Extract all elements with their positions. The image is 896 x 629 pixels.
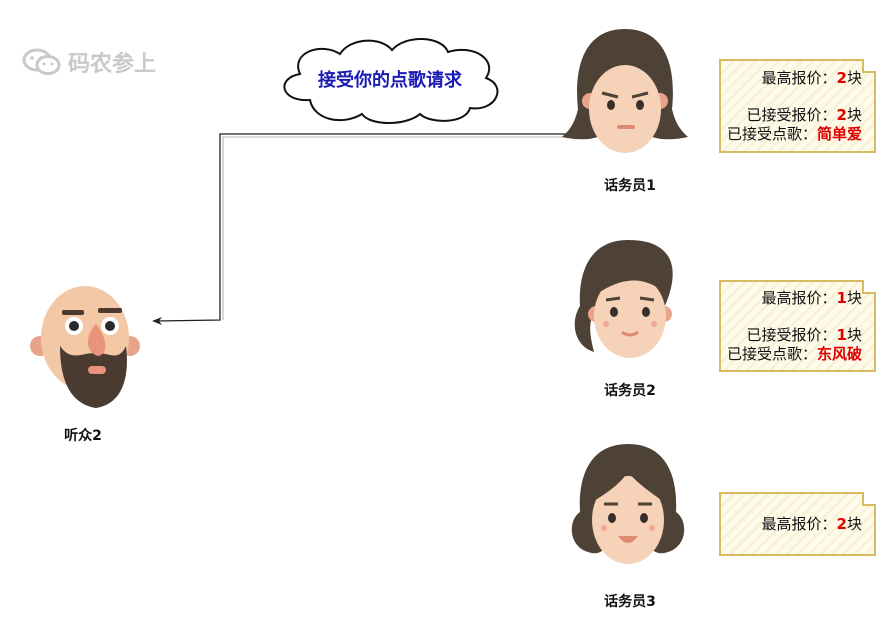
note-fold (862, 492, 876, 506)
watermark-text: 码农参上 (68, 52, 157, 77)
listener-label: 听众2 (64, 428, 102, 444)
listener-avatar (30, 286, 140, 408)
request-arrow-shadow (222, 136, 566, 320)
operator-2-label: 话务员2 (604, 383, 656, 399)
operator-1-avatar (562, 29, 688, 153)
operator-2-note: 最高报价：1块 已接受报价：1块 已接受点歌：东风破 (719, 280, 876, 372)
note-fold (862, 59, 876, 73)
note-fold (862, 280, 876, 294)
bid-line: 最高报价：2块 (761, 69, 862, 87)
accepted-song-line: 已接受点歌：东风破 (726, 345, 862, 363)
speech-cloud (283, 37, 499, 124)
operator-2-avatar (574, 240, 673, 358)
wechat-icon (22, 48, 61, 75)
operator-3-avatar (571, 444, 685, 564)
arrow-head (152, 317, 162, 325)
watermark: 码农参上 (22, 46, 156, 78)
bid-line: 最高报价：2块 (761, 515, 862, 533)
operator-3-note: 最高报价：2块 (719, 492, 876, 556)
accepted-song-line: 已接受点歌：简单爱 (726, 125, 862, 143)
operator-3-label: 话务员3 (604, 594, 656, 610)
cloud-text: 接受你的点歌请求 (318, 70, 462, 91)
bid-line: 最高报价：1块 (761, 289, 862, 307)
accepted-price-line: 已接受报价：2块 (746, 106, 862, 124)
operator-1-label: 话务员1 (604, 178, 656, 194)
operator-1-note: 最高报价：2块 已接受报价：2块 已接受点歌：简单爱 (719, 59, 876, 153)
accepted-price-line: 已接受报价：1块 (746, 326, 862, 344)
request-arrow (155, 133, 566, 322)
